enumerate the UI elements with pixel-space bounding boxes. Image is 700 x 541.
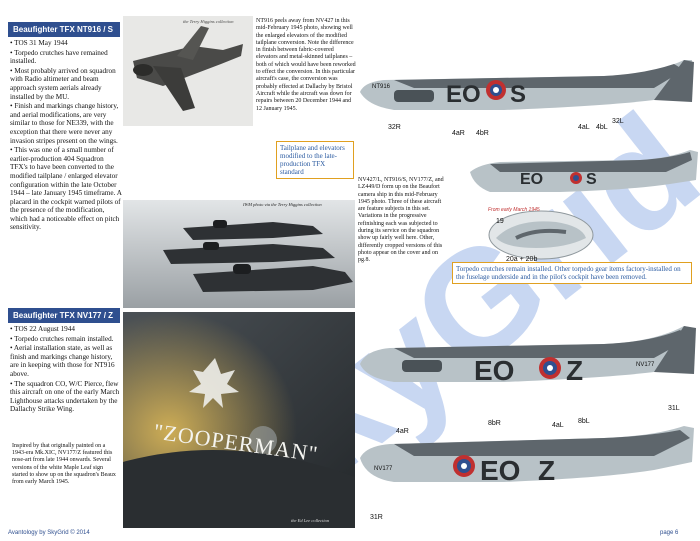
nv177-item: • Aerial installation state, as well as …	[10, 344, 115, 378]
footer-credit: Avantology by SkyGrid © 2014	[8, 530, 90, 536]
nv177-right-profile: EO Z NV177	[360, 426, 694, 486]
torpedo-callout: Torpedo crutches remain installed. Other…	[452, 262, 692, 284]
marking-label: 4aR	[452, 130, 465, 137]
photo-credit: the Ed Lee collection	[291, 518, 330, 523]
nt916-item: • Finish and markings change history, an…	[10, 102, 119, 145]
marking-label: 31R	[370, 514, 383, 521]
formation-caption: NV427/L, NT916/S, NV177/Z, and LZ449/D f…	[358, 177, 444, 264]
nv177-text: • TOS 22 August 1944 • Torpedo crutches …	[10, 325, 122, 415]
nv177-code-z: Z	[538, 455, 555, 486]
nv177-serial-r: NV177	[374, 466, 393, 472]
marking-label: 4aL	[552, 422, 564, 429]
formation-photo	[123, 200, 355, 308]
marking-label: 31L	[668, 405, 680, 412]
marking-label: 19	[496, 218, 504, 225]
nv177-item: • TOS 22 August 1944	[10, 325, 75, 333]
marking-label: 4aR	[396, 428, 409, 435]
marking-label: 4bL	[596, 124, 608, 131]
marking-label: 8bL	[578, 418, 590, 425]
nv177-code-r: EO	[480, 455, 520, 486]
nt916-item: • Torpedo crutches have remained install…	[10, 48, 108, 66]
top-photo-caption: NT916 peels away from NV427 in this mid-…	[256, 18, 356, 112]
from-early-label: From early March 1945	[488, 207, 540, 213]
underside-detail	[488, 210, 594, 260]
nv177-item: • Torpedo crutches remain installed.	[10, 334, 114, 343]
nv177-heading: Beaufighter TFX NV177 / Z	[8, 308, 120, 323]
nt916-item: • TOS 31 May 1944	[10, 39, 68, 47]
photo-formation: IWM photo via the Terry Higgins collecti…	[123, 200, 355, 308]
marking-label: 20a + 20b	[506, 256, 538, 263]
nose-art-note: Inspired by that originally painted on a…	[12, 443, 116, 486]
marking-label: 32L	[612, 118, 624, 125]
marking-label: 32R	[388, 124, 401, 131]
nt916-code-right: S	[510, 81, 526, 108]
nose-art-photo	[123, 312, 355, 528]
page-number: page 6	[660, 530, 679, 536]
nt916-item: • Most probably arrived on squadron with…	[10, 66, 116, 101]
beaufighter-photo-top	[123, 16, 253, 126]
photo-credit: IWM photo via the Terry Higgins collecti…	[243, 202, 322, 207]
marking-label: 4bR	[476, 130, 489, 137]
nv177-serial: NV177	[636, 362, 655, 368]
nv177-code-left: EO	[474, 355, 514, 386]
nv177-code-right: Z	[566, 355, 583, 386]
nv177-side-profile: EO Z NV177	[360, 326, 696, 386]
nt916-code-s: S	[586, 171, 597, 188]
nt916-text: • TOS 31 May 1944 • Torpedo crutches hav…	[10, 39, 122, 233]
nv177-item: • The squadron CO, W/C Pierce, flew this…	[10, 379, 120, 414]
photo-credit: the Terry Higgins collection	[183, 19, 234, 24]
nt916-serial: NT916	[372, 84, 391, 90]
tailplane-callout: Tailplane and elevators modified to the …	[276, 141, 354, 179]
nt916-code-left: EO	[446, 81, 481, 108]
nt916-side-profile: EO S NT916	[360, 60, 694, 110]
nt916-second-profile: EO S	[470, 150, 698, 192]
marking-label: 8bR	[488, 420, 501, 427]
photo-nose-art: "ZOOPERMAN" the Ed Lee collection	[123, 312, 355, 528]
nt916-code: EO	[520, 171, 543, 188]
nt916-heading: Beaufighter TFX NT916 / S	[8, 22, 120, 37]
nt916-item: • This was one of a small number of earl…	[10, 146, 122, 232]
marking-label: 4aL	[578, 124, 590, 131]
photo-nt916-peel: the Terry Higgins collection	[123, 16, 253, 126]
